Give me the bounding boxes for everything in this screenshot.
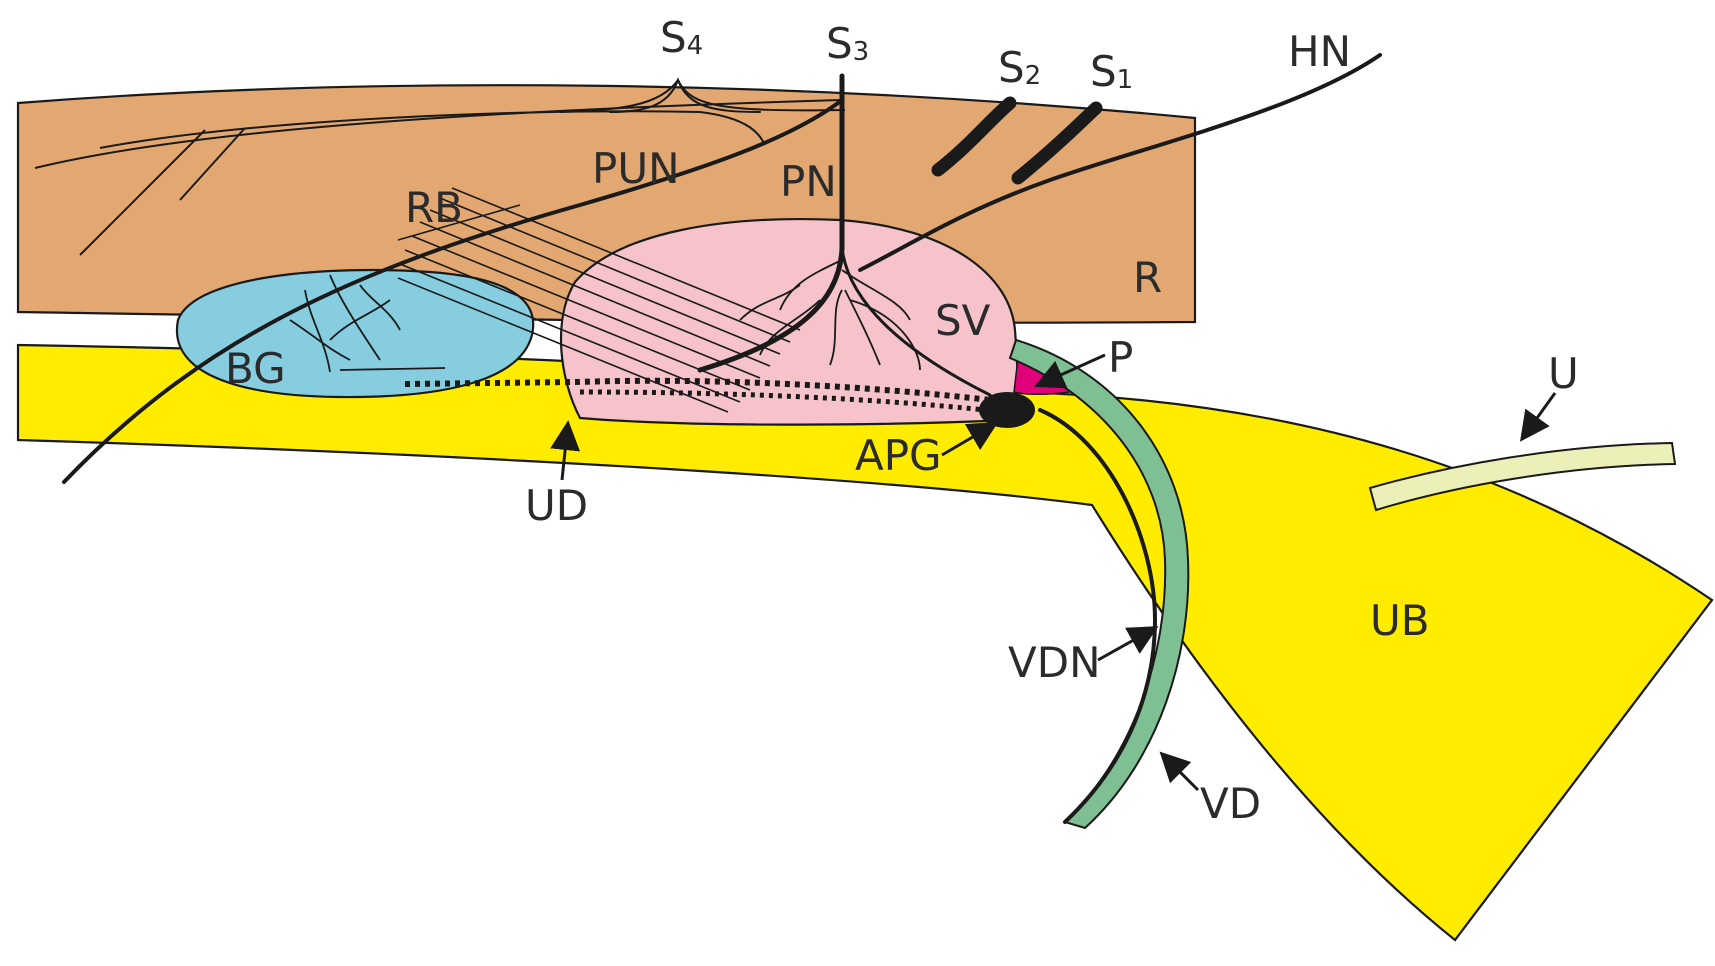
- ud-label: UD: [525, 481, 588, 530]
- urethra-bulb-dashed-edge: [1454, 599, 1713, 941]
- p-arrow: [1034, 353, 1106, 389]
- hypogastric-nerve: [858, 53, 1382, 272]
- pn-label: PN: [780, 157, 837, 206]
- p-label: P: [1108, 333, 1133, 382]
- vdn-arrow: [1097, 626, 1159, 662]
- ud-arrow: [550, 420, 581, 481]
- s1-label: S1: [1090, 47, 1133, 96]
- ureter-tube: [1368, 441, 1677, 512]
- pelvic-nerve-s3: [697, 73, 845, 373]
- pelvic-nerve-branch: [840, 246, 992, 397]
- dotted-nerve-path: [404, 377, 991, 403]
- apg-label: APG: [855, 431, 942, 480]
- hn-label: HN: [1288, 27, 1351, 76]
- pun-label: PUN: [592, 144, 680, 193]
- vas-deferens-tube: [1008, 338, 1190, 830]
- u-arrow: [1520, 392, 1557, 442]
- vas-deferens-nerve: [1038, 408, 1158, 824]
- s2-root: [931, 96, 1017, 177]
- s2-label: S2: [998, 43, 1041, 92]
- s3-label: S3: [826, 19, 869, 68]
- u-label: U: [1548, 349, 1579, 398]
- vd-arrow: [1159, 751, 1200, 792]
- sv-label: SV: [935, 296, 991, 345]
- apg-arrow: [941, 421, 999, 457]
- bg-nerve-branches: [289, 274, 446, 373]
- ub-label: UB: [1370, 596, 1430, 645]
- s1-root: [1011, 101, 1103, 185]
- s4-brace: [609, 77, 761, 113]
- rb-label: RB: [405, 183, 463, 232]
- vdn-label: VDN: [1008, 638, 1101, 687]
- rectal-surface-lines: [34, 79, 846, 256]
- r-label: R: [1133, 253, 1162, 302]
- vd-label: VD: [1200, 779, 1261, 828]
- accessory-pelvic-ganglion: [979, 392, 1035, 428]
- bg-label: BG: [225, 344, 286, 393]
- sv-nerve-branches: [739, 259, 921, 371]
- pudendal-nerve: [62, 98, 844, 484]
- bulbourethral-gland-shape: [175, 268, 535, 399]
- s4-label: S4: [660, 13, 703, 62]
